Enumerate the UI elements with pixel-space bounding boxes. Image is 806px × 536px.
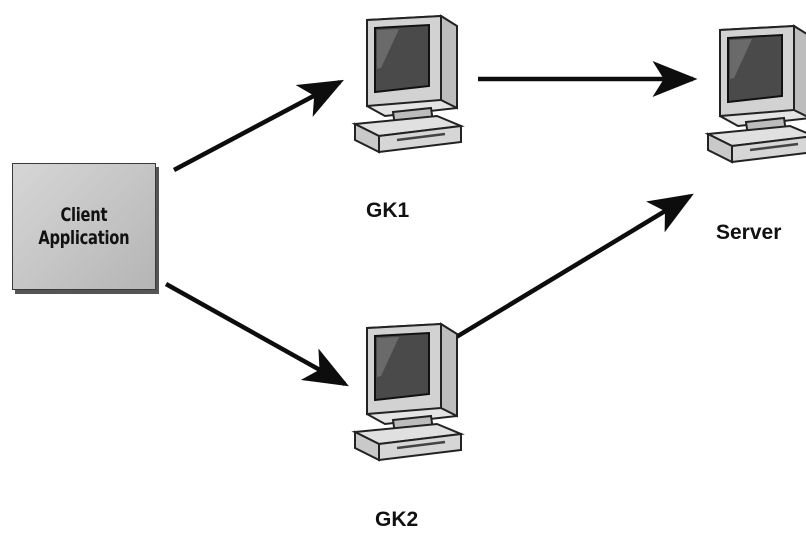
server-computer-icon (706, 24, 806, 164)
gk1-computer-icon (353, 14, 463, 154)
client-label-line2: Application (38, 226, 130, 249)
arrow-client-to-gk2 (164, 282, 349, 387)
gk2-computer-icon (353, 322, 463, 462)
client-application-box: Client Application (12, 163, 156, 290)
arrow-client-to-gk1 (172, 79, 344, 172)
server-label: Server (716, 221, 782, 244)
gk2-label: GK2 (375, 508, 419, 531)
arrow-gk2-to-server (451, 193, 694, 341)
gk1-label: GK1 (366, 199, 410, 222)
connectors (164, 61, 698, 387)
client-label-line1: Client (60, 203, 108, 226)
client-application-label: Client Application (39, 204, 130, 250)
